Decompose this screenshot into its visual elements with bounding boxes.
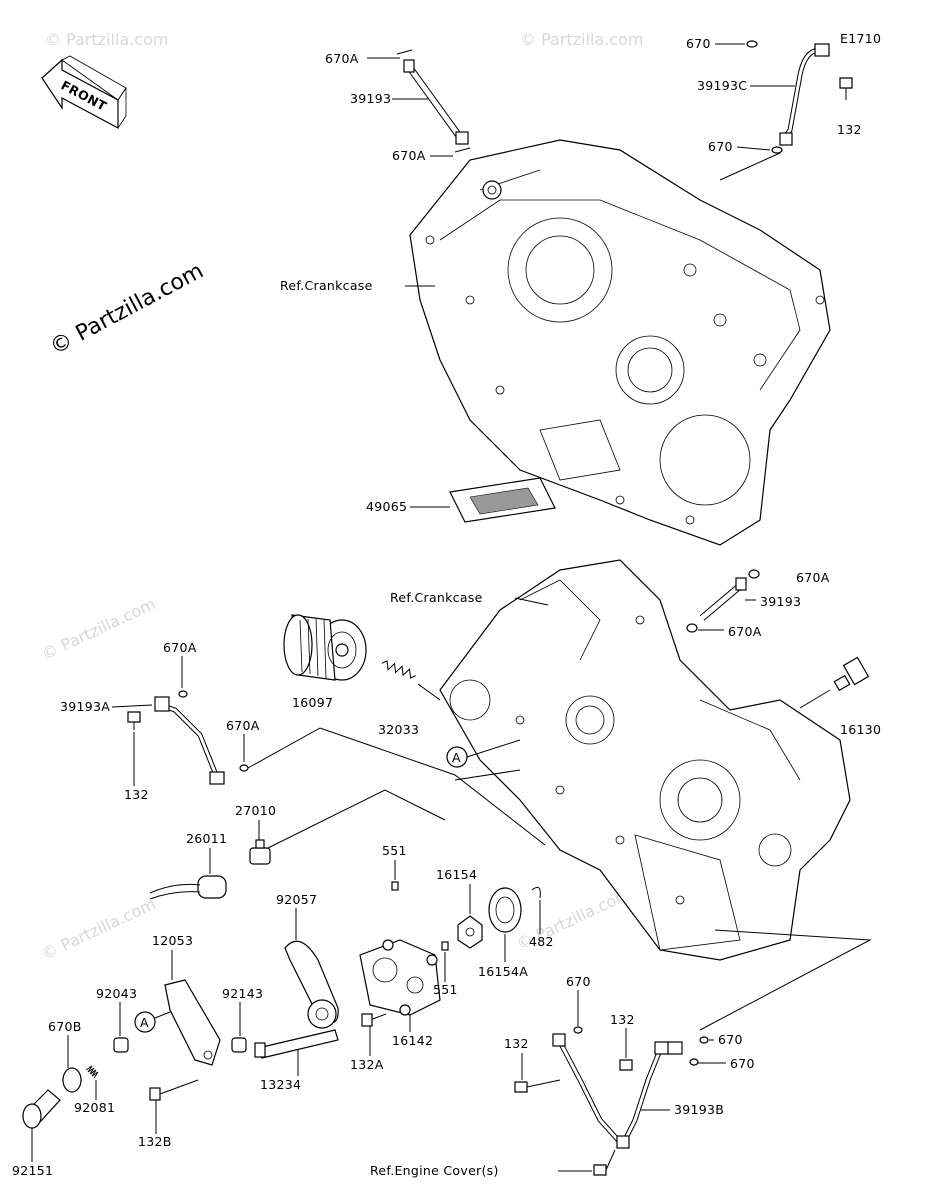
- part-670B-oring: [62, 1067, 82, 1093]
- label-39193: 39193: [350, 91, 391, 106]
- label-132A: 132A: [350, 1057, 384, 1072]
- label-13234: 13234: [260, 1077, 301, 1092]
- label-26011: 26011: [186, 831, 227, 846]
- label-670: 670: [566, 974, 591, 989]
- label-92151: 92151: [12, 1163, 53, 1178]
- watermark-faint: © Partzilla.com: [520, 30, 643, 49]
- label-670A: 670A: [325, 51, 359, 66]
- part-39193-top-tube: [396, 49, 471, 153]
- lower-crankcase: [439, 559, 851, 961]
- label-32033: 32033: [378, 722, 419, 737]
- watermark-faint: © Partzilla.com: [45, 30, 168, 49]
- watermark-main: © Partzilla.com: [46, 259, 208, 361]
- label-670: 670: [708, 139, 733, 154]
- label-670A: 670A: [226, 718, 260, 733]
- watermark-faint: © Partzilla.com: [39, 894, 159, 963]
- label-49065: 49065: [366, 499, 407, 514]
- label-670A: 670A: [796, 570, 830, 585]
- upper-crankcase: [409, 139, 831, 546]
- front-arrow-icon: FRONT: [41, 55, 127, 130]
- part-27010-switch: [249, 839, 271, 865]
- label-670A: 670A: [392, 148, 426, 163]
- label-39193B: 39193B: [674, 1102, 724, 1117]
- label-482: 482: [529, 934, 554, 949]
- label-670B: 670B: [48, 1019, 82, 1034]
- part-16154-inner-rotor: [457, 915, 483, 949]
- part-482-circlip: [531, 886, 541, 899]
- label-132: 132: [837, 122, 862, 137]
- part-49065-screen: [449, 477, 556, 523]
- watermark-faint: © Partzilla.com: [39, 594, 159, 663]
- label-16154: 16154: [436, 867, 477, 882]
- label-16097: 16097: [292, 695, 333, 710]
- label-16154A: 16154A: [478, 964, 528, 979]
- label-551: 551: [382, 843, 407, 858]
- label-92057: 92057: [276, 892, 317, 907]
- part-92081-spring: [85, 1065, 99, 1079]
- part-13234-shaft: [254, 1029, 339, 1059]
- part-92143-collar: [231, 1037, 247, 1053]
- part-16154A-outer-rotor: [488, 887, 522, 933]
- label-E1710: E1710: [840, 31, 881, 46]
- label-ref-crankcase: Ref.Crankcase: [390, 590, 483, 605]
- part-16130-switch: [799, 656, 870, 709]
- label-92043: 92043: [96, 986, 137, 1001]
- part-551-pin: [441, 941, 449, 951]
- label-670: 670: [718, 1032, 743, 1047]
- part-92043-pin: [113, 1037, 129, 1053]
- reference-A-marker: [134, 1011, 156, 1033]
- label-670A: 670A: [728, 624, 762, 639]
- part-132A-bolt: [361, 1013, 387, 1027]
- part-16142-oil-pump: [359, 939, 441, 1016]
- part-labels: 670A 39193 670A 670 E1710 39193C 132 670…: [12, 31, 881, 1178]
- reference-A-label: A: [452, 750, 461, 765]
- label-92081: 92081: [74, 1100, 115, 1115]
- reference-A-label: A: [140, 1015, 149, 1030]
- label-670A: 670A: [163, 640, 197, 655]
- label-551: 551: [433, 982, 458, 997]
- part-132B-bolt: [149, 1079, 199, 1101]
- label-16142: 16142: [392, 1033, 433, 1048]
- label-ref-engine-cover: Ref.Engine Cover(s): [370, 1163, 499, 1178]
- part-39193B-pipe: [514, 1026, 709, 1176]
- label-39193C: 39193C: [697, 78, 747, 93]
- label-670: 670: [686, 36, 711, 51]
- label-132: 132: [124, 787, 149, 802]
- label-39193: 39193: [760, 594, 801, 609]
- part-39193-right-tube: [686, 569, 760, 633]
- label-132: 132: [504, 1036, 529, 1051]
- part-26011-sensor: [149, 875, 227, 900]
- label-132B: 132B: [138, 1134, 172, 1149]
- part-551-pin: [391, 881, 399, 891]
- label-670: 670: [730, 1056, 755, 1071]
- label-12053: 12053: [152, 933, 193, 948]
- label-27010: 27010: [235, 803, 276, 818]
- label-ref-crankcase: Ref.Crankcase: [280, 278, 373, 293]
- label-92143: 92143: [222, 986, 263, 1001]
- part-32033-spring: [381, 660, 441, 701]
- part-16097-oil-filter: [283, 614, 367, 681]
- part-92151-plug: [22, 1089, 61, 1129]
- part-12053-guide: [164, 979, 221, 1066]
- part-92057-chain: [284, 940, 339, 1029]
- label-132: 132: [610, 1012, 635, 1027]
- label-39193A: 39193A: [60, 699, 110, 714]
- part-39193C-pipe: [719, 40, 853, 181]
- part-39193A-pipe: [127, 690, 249, 785]
- label-16130: 16130: [840, 722, 881, 737]
